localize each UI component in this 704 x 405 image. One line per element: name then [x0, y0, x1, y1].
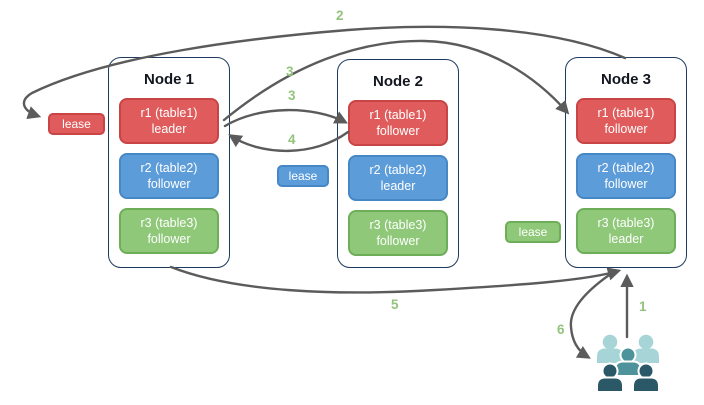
node-3-replicas: r1 (table1) follower r2 (table2) followe… — [576, 98, 676, 254]
replica-name: r1 (table1) — [140, 106, 198, 120]
node-1-replicas: r1 (table1) leader r2 (table2) follower … — [119, 98, 219, 254]
step-label-1: 1 — [639, 299, 647, 314]
node-3-replica-r2: r2 (table2) follower — [576, 153, 676, 199]
node-2-replica-r3: r3 (table3) follower — [348, 210, 448, 256]
replica-name: r2 (table2) — [597, 161, 655, 175]
step-label-4: 4 — [288, 132, 296, 147]
node-2-replica-r1: r1 (table1) follower — [348, 100, 448, 146]
step-label-3b: 3 — [288, 88, 296, 103]
replica-role: follower — [147, 177, 191, 191]
node-2: Node 2 r1 (table1) follower r2 (table2) … — [337, 59, 459, 268]
node-2-replica-r2: r2 (table2) leader — [348, 155, 448, 201]
step-label-6: 6 — [557, 322, 565, 337]
replica-role: follower — [604, 122, 648, 136]
arrow-3-node1-to-node2 — [223, 108, 348, 128]
node-1: Node 1 r1 (table1) leader r2 (table2) fo… — [108, 57, 230, 268]
lease-badge-blue: lease — [277, 165, 329, 187]
lease-badge-green: lease — [505, 221, 561, 243]
node-3-replica-r3: r3 (table3) leader — [576, 208, 676, 254]
replica-role: follower — [376, 234, 420, 248]
node-3: Node 3 r1 (table1) follower r2 (table2) … — [565, 57, 687, 268]
replica-name: r3 (table3) — [369, 218, 427, 232]
replica-name: r3 (table3) — [597, 216, 655, 230]
node-2-replicas: r1 (table1) follower r2 (table2) leader … — [348, 100, 448, 256]
node-2-title: Node 2 — [372, 73, 423, 90]
step-label-5: 5 — [391, 297, 399, 312]
replica-role: leader — [151, 122, 187, 136]
step-label-2: 2 — [336, 8, 344, 23]
replica-role: leader — [608, 232, 644, 246]
clients-users-group-icon — [596, 334, 660, 393]
replica-name: r1 (table1) — [369, 108, 427, 122]
step-label-3a: 3 — [286, 64, 294, 79]
node-3-replica-r1: r1 (table1) follower — [576, 98, 676, 144]
replica-role: follower — [147, 232, 191, 246]
replica-name: r2 (table2) — [140, 161, 198, 175]
replica-name: r3 (table3) — [140, 216, 198, 230]
node-1-replica-r3: r3 (table3) follower — [119, 208, 219, 254]
node-1-title: Node 1 — [143, 71, 194, 88]
node-1-replica-r2: r2 (table2) follower — [119, 153, 219, 199]
node-1-replica-r1: r1 (table1) leader — [119, 98, 219, 144]
replica-name: r1 (table1) — [597, 106, 655, 120]
arrow-5-node1-to-node3 — [169, 265, 622, 294]
replica-name: r2 (table2) — [369, 163, 427, 177]
replica-role: leader — [380, 179, 416, 193]
lease-badge-red: lease — [48, 113, 105, 135]
replica-role: follower — [376, 124, 420, 138]
replica-role: follower — [604, 177, 648, 191]
node-3-title: Node 3 — [600, 71, 651, 88]
